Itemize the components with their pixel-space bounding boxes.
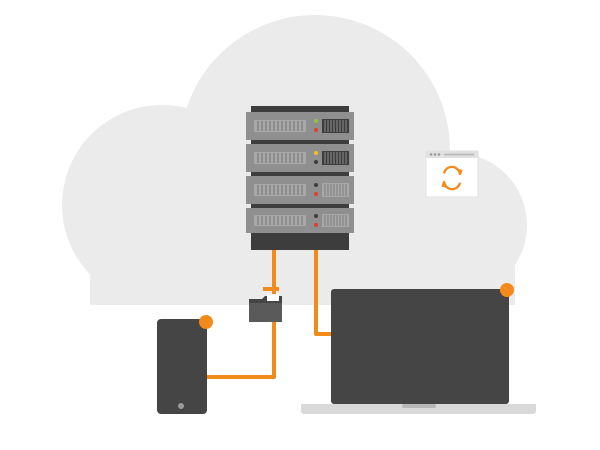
smartphone-icon xyxy=(157,315,213,414)
cable-server-to-laptop xyxy=(314,248,335,336)
laptop-notification-dot xyxy=(500,283,514,297)
browser-window-icon xyxy=(425,150,479,198)
server-unit xyxy=(246,144,354,172)
phone-notification-dot xyxy=(199,315,213,329)
laptop-icon xyxy=(301,283,536,414)
server-unit xyxy=(246,208,354,233)
folder-icon xyxy=(249,287,282,322)
server-rack-icon xyxy=(246,106,354,250)
server-unit xyxy=(246,176,354,204)
connection-lines xyxy=(206,248,335,379)
cable-server-to-phone xyxy=(206,248,276,379)
server-unit xyxy=(246,112,354,140)
